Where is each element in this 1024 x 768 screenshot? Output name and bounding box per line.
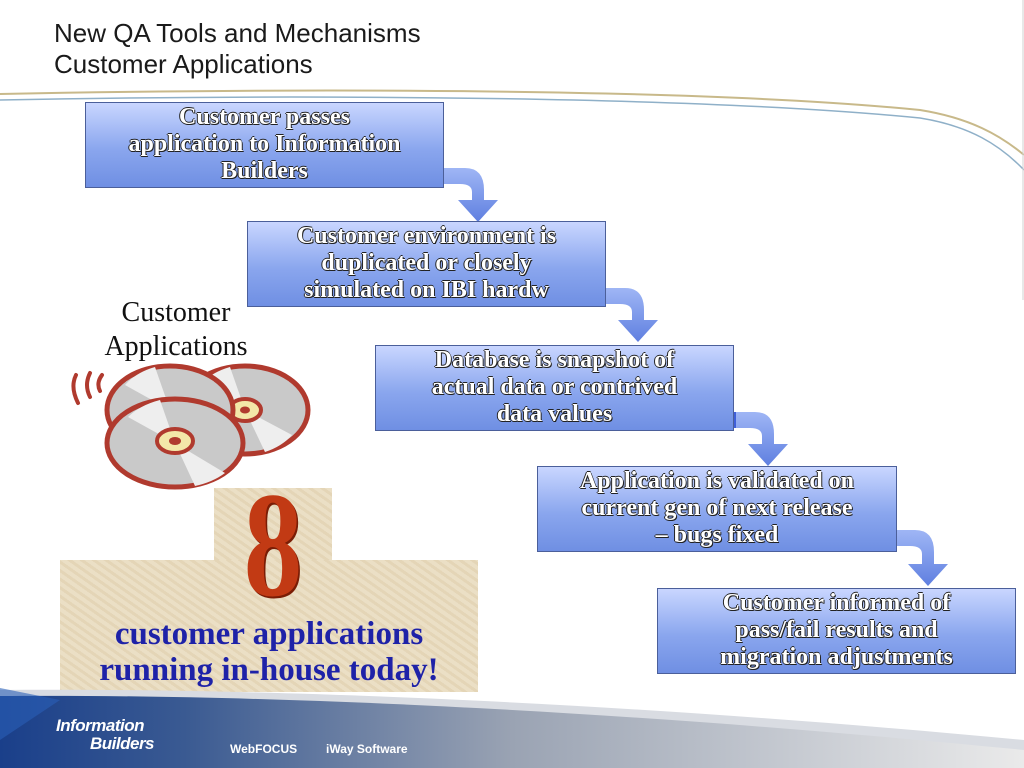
- step-2-line3: simulated on IBI hardw: [304, 277, 549, 303]
- cd-disc-front: [104, 396, 246, 490]
- count-caption-line2: running in-house today!: [99, 652, 439, 688]
- step-5-line2: pass/fail results and: [735, 617, 938, 643]
- step-5-line1: Customer informed of: [722, 590, 951, 616]
- footer-product-webfocus: WebFOCUS: [230, 742, 298, 756]
- step-2-line2: duplicated or closely: [321, 250, 532, 276]
- logo-line1: Information: [56, 716, 145, 735]
- step-2-line1: Customer environment is: [296, 223, 557, 249]
- step-box-2: Customer environment is duplicated or cl…: [247, 221, 606, 307]
- step-3-line2: actual data or contrived: [431, 374, 678, 400]
- header-swoosh-decoration: [0, 0, 1024, 300]
- customer-applications-label-line1: Customer: [121, 297, 231, 328]
- step-1-line2: application to Information: [128, 131, 401, 157]
- information-builders-logo: Information Builders: [56, 716, 155, 753]
- slide-title-line2: Customer Applications: [54, 49, 313, 79]
- count-parchment-top: [214, 488, 332, 568]
- count-caption-line1: customer applications: [114, 616, 424, 652]
- footer-product-iway: iWay Software: [326, 742, 408, 756]
- customer-applications-label-line2: Applications: [104, 331, 248, 362]
- step-5-line3: migration adjustments: [720, 644, 953, 670]
- step-box-4: Application is validated on current gen …: [537, 466, 897, 552]
- step-4-line3: – bugs fixed: [655, 522, 779, 548]
- count-caption: customer applications running in-house t…: [60, 616, 478, 688]
- application-count-number: 8: [243, 462, 303, 628]
- step-box-1: Customer passes application to Informati…: [85, 102, 444, 188]
- step-1-line3: Builders: [221, 158, 308, 184]
- step-1-line1: Customer passes: [179, 104, 350, 130]
- logo-line2: Builders: [90, 734, 155, 753]
- slide-title-line1: New QA Tools and Mechanisms: [54, 18, 421, 48]
- step-4-line2: current gen of next release: [581, 495, 853, 521]
- cd-discs-icon: [71, 363, 311, 490]
- step-box-5: Customer informed of pass/fail results a…: [657, 588, 1016, 674]
- customer-applications-label: Customer Applications: [86, 296, 266, 364]
- step-box-3: Database is snapshot of actual data or c…: [375, 345, 734, 431]
- step-3-line3: data values: [496, 401, 613, 427]
- step-3-line1: Database is snapshot of: [434, 347, 675, 373]
- step-4-line1: Application is validated on: [579, 468, 855, 494]
- slide-title: New QA Tools and Mechanisms Customer App…: [54, 18, 421, 80]
- count-parchment-bottom: [60, 560, 478, 692]
